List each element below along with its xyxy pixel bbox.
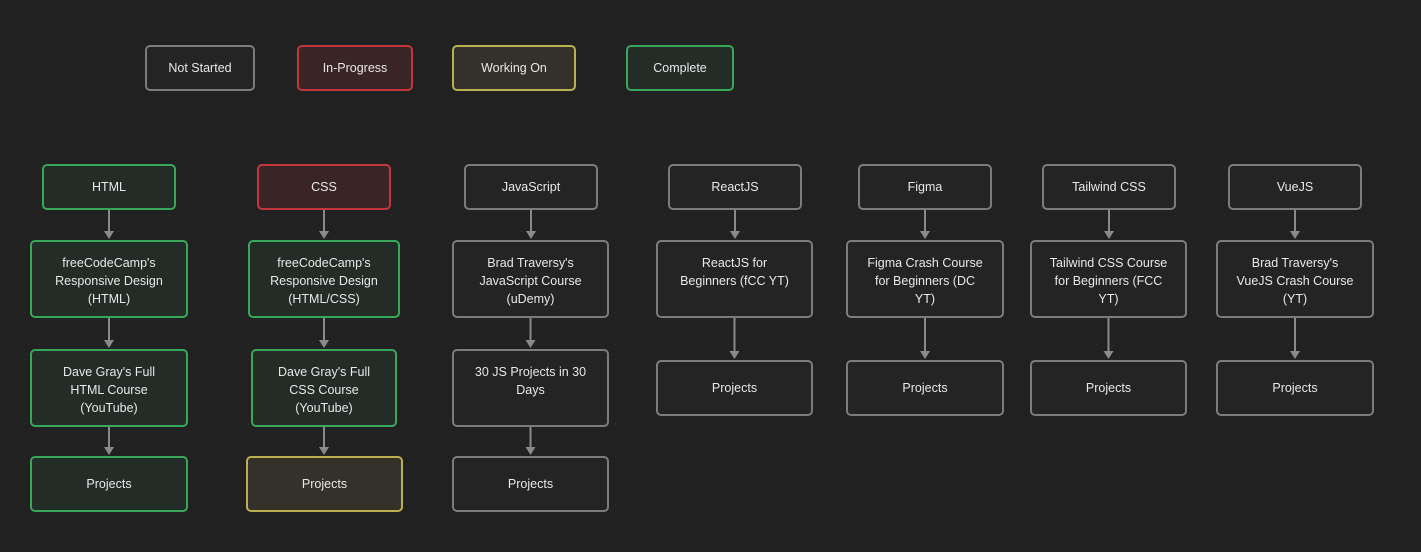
track-tailwind-css-step-1[interactable]: Tailwind CSS Course for Beginners (FCC Y… [1030, 240, 1187, 318]
track-tailwind-css-header[interactable]: Tailwind CSS [1042, 164, 1176, 210]
legend-complete[interactable]: Complete [626, 45, 734, 91]
track-javascript-projects[interactable]: Projects [452, 456, 609, 512]
track-figma-header[interactable]: Figma [858, 164, 992, 210]
track-css-step-1[interactable]: freeCodeCamp's Responsive Design (HTML/C… [248, 240, 400, 318]
track-figma-projects[interactable]: Projects [846, 360, 1004, 416]
track-html-step-1[interactable]: freeCodeCamp's Responsive Design (HTML) [30, 240, 188, 318]
arrow-head-icon [104, 340, 114, 348]
track-css-step-2[interactable]: Dave Gray's Full CSS Course (YouTube) [251, 349, 397, 427]
track-figma-step-1[interactable]: Figma Crash Course for Beginners (DC YT) [846, 240, 1004, 318]
arrow-head-icon [1103, 351, 1114, 359]
legend-not-started[interactable]: Not Started [145, 45, 255, 91]
arrow-head-icon [1290, 351, 1300, 359]
arrow-head-icon [730, 231, 740, 239]
track-css-projects[interactable]: Projects [246, 456, 403, 512]
track-css-header[interactable]: CSS [257, 164, 391, 210]
arrow-head-icon [319, 231, 329, 239]
track-vuejs-projects[interactable]: Projects [1216, 360, 1374, 416]
track-html-step-2[interactable]: Dave Gray's Full HTML Course (YouTube) [30, 349, 188, 427]
arrow-head-icon [104, 447, 114, 455]
arrow-head-icon [1104, 231, 1114, 239]
arrow-head-icon [319, 340, 329, 348]
arrow-head-icon [729, 351, 740, 359]
arrow-head-icon [526, 231, 536, 239]
legend-in-progress[interactable]: In-Progress [297, 45, 413, 91]
arrow-head-icon [104, 231, 114, 239]
track-javascript-header[interactable]: JavaScript [464, 164, 598, 210]
legend-working-on[interactable]: Working On [452, 45, 576, 91]
arrow-head-icon [920, 231, 930, 239]
arrow-head-icon [525, 340, 536, 348]
arrow-head-icon [319, 447, 329, 455]
arrow-head-icon [920, 351, 930, 359]
track-vuejs-step-1[interactable]: Brad Traversy's VueJS Crash Course (YT) [1216, 240, 1374, 318]
track-reactjs-header[interactable]: ReactJS [668, 164, 802, 210]
arrow-head-icon [525, 447, 536, 455]
track-javascript-step-2[interactable]: 30 JS Projects in 30 Days [452, 349, 609, 427]
track-reactjs-projects[interactable]: Projects [656, 360, 813, 416]
arrow-head-icon [1290, 231, 1300, 239]
track-html-header[interactable]: HTML [42, 164, 176, 210]
track-tailwind-css-projects[interactable]: Projects [1030, 360, 1187, 416]
track-javascript-step-1[interactable]: Brad Traversy's JavaScript Course (uDemy… [452, 240, 609, 318]
track-reactjs-step-1[interactable]: ReactJS for Beginners (fCC YT) [656, 240, 813, 318]
track-vuejs-header[interactable]: VueJS [1228, 164, 1362, 210]
track-html-projects[interactable]: Projects [30, 456, 188, 512]
